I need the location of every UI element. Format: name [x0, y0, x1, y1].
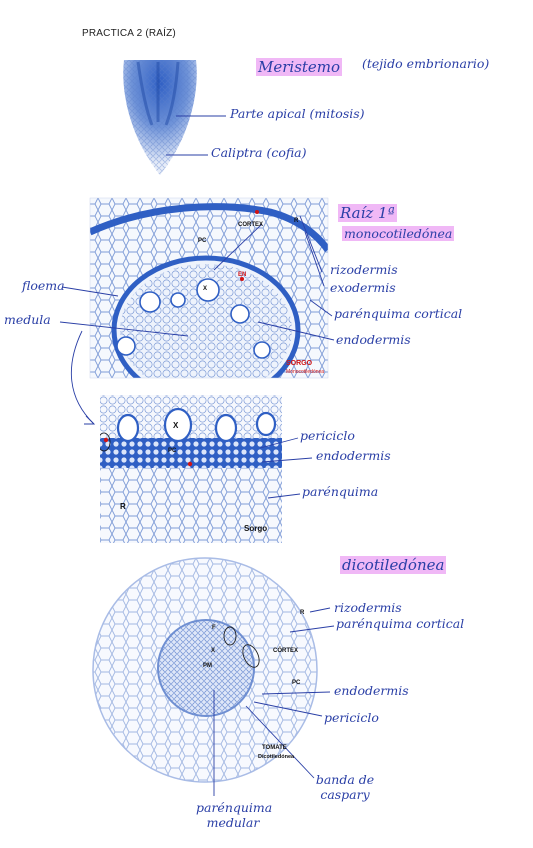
meristem-label-apical: Parte apical (mitosis) [230, 106, 365, 121]
monocot-micro-r: R [294, 218, 299, 224]
detail-micro-r: R [120, 502, 126, 511]
monocot-micro-caption: Monocotiledónea [286, 369, 325, 375]
monocot-micro-sorgo: SORGO [286, 360, 313, 367]
monocot-heading-line2: monocotiledónea [342, 226, 455, 241]
dicot-micrograph [92, 557, 318, 783]
monocot-label-rizodermis: rizodermis [330, 262, 398, 277]
dicot-heading: dicotiledónea [340, 556, 447, 574]
dicot-label-rizodermis: rizodermis [334, 600, 402, 615]
monocot-micro-en: EN [238, 272, 247, 278]
detail-label-periciclo: periciclo [300, 428, 355, 443]
dicot-label-endodermis: endodermis [334, 683, 409, 698]
meristem-label-caliptra: Caliptra (cofia) [211, 145, 307, 160]
monocot-label-exodermis: exodermis [330, 280, 396, 295]
monocot-label-parenquima-cortical: parénquima cortical [334, 306, 463, 321]
meristem-micrograph [123, 60, 197, 175]
dicot-micro-pm: PM [203, 663, 212, 669]
dicot-micro-cortex: CÓRTEX [273, 648, 299, 654]
meristem-note: (tejido embrionario) [362, 56, 490, 71]
dicot-micro-caption: Dicotiledónea [258, 754, 295, 760]
monocot-label-medula: medula [4, 312, 51, 327]
dicot-micro-x: X [211, 648, 216, 654]
meristem-heading: Meristemo [256, 58, 343, 76]
monocot-label-floema: floema [22, 278, 65, 293]
dicot-label-parenquima-medular: parénquima medular [196, 800, 273, 830]
dicot-micro-r: R [300, 610, 305, 616]
detail-micro-sorgo: Sorgo [244, 524, 268, 533]
detail-label-endodermis: endodermis [316, 448, 391, 463]
dicot-label-periciclo: periciclo [324, 710, 379, 725]
leader-lines [59, 115, 335, 796]
dicot-micro-tomate: TOMATE [262, 745, 287, 751]
monocot-micrograph [90, 198, 328, 378]
monocot-micro-cortex: CORTEX [238, 222, 264, 228]
detail-micro-pc: PC [168, 448, 177, 454]
sorgo-detail-micrograph [100, 395, 282, 543]
monocot-micro-pc: PC [198, 238, 207, 244]
page-title: PRACTICA 2 (RAÍZ) [82, 28, 176, 39]
monocot-label-endodermis: endodermis [336, 332, 411, 347]
detail-label-parenquima: parénquima [302, 484, 379, 499]
dicot-label-parenquima-cortical: parénquima cortical [336, 616, 465, 631]
dicot-micro-f: F [212, 625, 216, 631]
dicot-label-banda-caspary: banda de caspary [315, 772, 375, 802]
monocot-heading-line1: Raíz 1ª [338, 204, 397, 222]
detail-micro-x: X [173, 421, 179, 430]
monocot-micro-x: X [203, 286, 208, 292]
dicot-micro-pc: PC [292, 680, 301, 686]
